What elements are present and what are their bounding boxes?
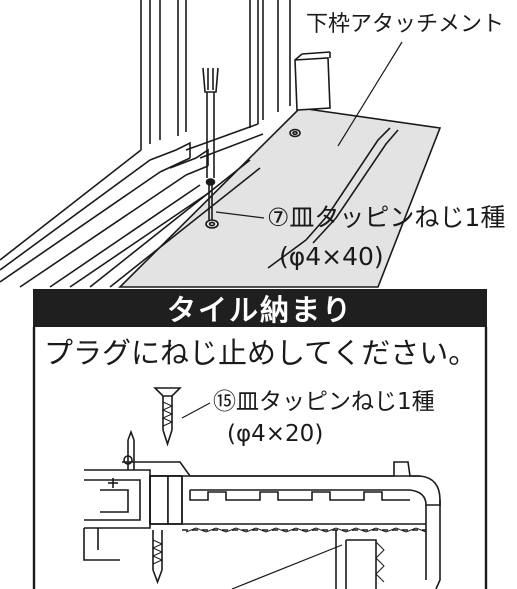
- leader-attachment: [337, 41, 403, 147]
- lower-frame-attachment: [118, 107, 442, 288]
- leader-screw-15: [181, 402, 211, 419]
- screw-15-size-label: (φ4×20): [227, 421, 324, 447]
- plug-screw: [151, 530, 164, 585]
- section-box: [32, 327, 488, 589]
- screw-15: [153, 387, 182, 447]
- instruction-text: プラグにねじ止めしてください。: [44, 336, 478, 370]
- lower-frame-attachment-label: 下枠アタッチメント: [306, 12, 505, 37]
- screw-7-name-label: ⑦皿タッピンねじ1種: [267, 203, 506, 232]
- screw-hole: [289, 128, 301, 138]
- screw-7-size-label: (φ4×40): [279, 242, 384, 271]
- screw-7-hole: [205, 219, 219, 229]
- tile-top: [122, 461, 420, 477]
- screwdriver: [202, 67, 219, 220]
- leader-screw-7: [215, 211, 265, 219]
- screw-15-name-label: ⑮皿タッピンねじ1種: [213, 389, 435, 415]
- tile-body: [149, 475, 169, 525]
- attachment-groove: [305, 127, 391, 241]
- upper-illustration: [0, 0, 442, 288]
- attachment-groove-2: [312, 129, 399, 244]
- cross-section: [83, 387, 441, 589]
- section-title-banner: タイル納まり: [33, 289, 487, 327]
- end-block: [294, 57, 331, 111]
